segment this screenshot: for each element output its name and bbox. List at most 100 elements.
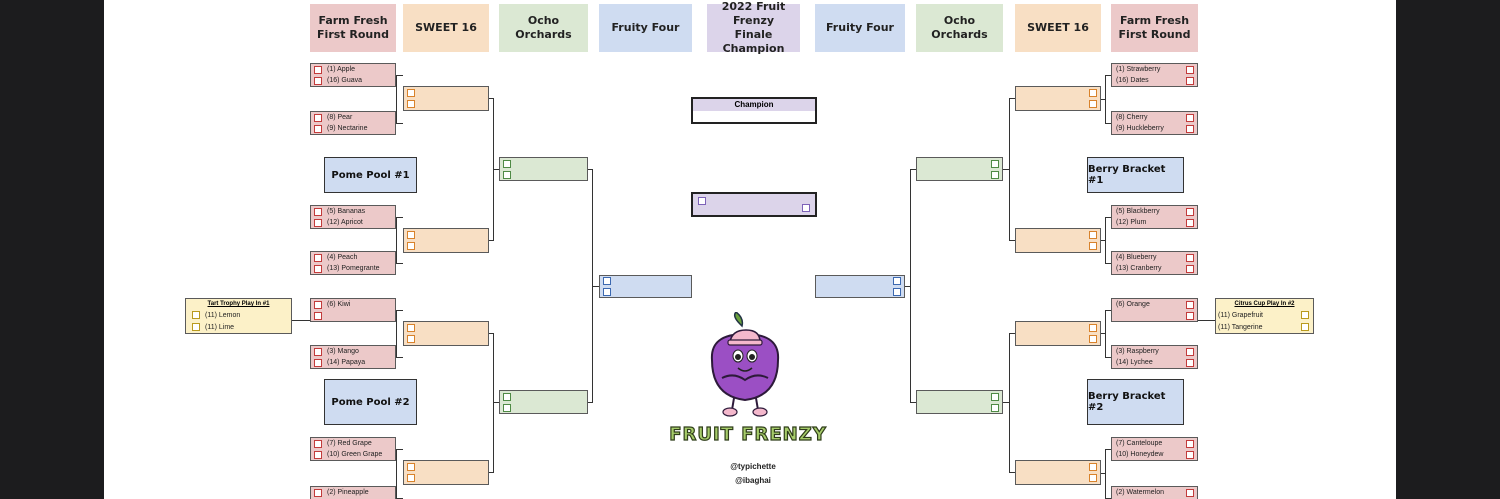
checkbox[interactable]	[503, 159, 511, 168]
checkbox[interactable]	[407, 242, 415, 251]
checkbox[interactable]	[1186, 488, 1194, 497]
checkbox[interactable]	[1089, 100, 1097, 109]
checkbox[interactable]	[1186, 264, 1194, 273]
checkbox[interactable]	[1186, 253, 1194, 262]
checkbox[interactable]	[1186, 450, 1194, 459]
team-row[interactable]	[816, 276, 904, 287]
checkbox[interactable]	[407, 335, 415, 344]
team-row[interactable]: (1) Strawberry	[1112, 64, 1197, 75]
checkbox[interactable]	[991, 159, 999, 168]
checkbox[interactable]	[192, 323, 200, 331]
team-row[interactable]	[1016, 99, 1100, 111]
team-row[interactable]: (16) Dates	[1112, 75, 1197, 86]
team-row[interactable]	[500, 169, 587, 180]
team-row[interactable]: (6) Kiwi	[311, 299, 395, 310]
checkbox[interactable]	[1186, 358, 1194, 367]
finale-checkbox-left[interactable]	[698, 197, 706, 205]
team-row[interactable]	[1016, 241, 1100, 253]
checkbox[interactable]	[407, 100, 415, 109]
team-row[interactable]	[1016, 87, 1100, 99]
checkbox[interactable]	[407, 88, 415, 97]
checkbox[interactable]	[314, 450, 322, 459]
checkbox[interactable]	[893, 287, 901, 296]
checkbox[interactable]	[1186, 300, 1194, 309]
team-row[interactable]: (10) Green Grape	[311, 449, 395, 460]
checkbox[interactable]	[1186, 76, 1194, 85]
checkbox[interactable]	[991, 403, 999, 412]
playin-right-team-2[interactable]: (11) Tangerine	[1216, 321, 1313, 333]
checkbox[interactable]	[314, 488, 322, 497]
team-row[interactable]	[311, 310, 395, 321]
team-row[interactable]: (9) Huckleberry	[1112, 123, 1197, 134]
checkbox[interactable]	[603, 277, 611, 286]
team-row[interactable]: (10) Honeydew	[1112, 449, 1197, 460]
checkbox[interactable]	[1089, 230, 1097, 239]
checkbox[interactable]	[503, 170, 511, 179]
finale-checkbox-right[interactable]	[802, 204, 810, 212]
team-row[interactable]	[500, 391, 587, 402]
checkbox[interactable]	[314, 300, 322, 309]
team-row[interactable]	[1112, 310, 1197, 321]
team-row[interactable]: (4) Peach	[311, 252, 395, 263]
team-row[interactable]	[404, 322, 488, 334]
team-row[interactable]	[404, 229, 488, 241]
team-row[interactable]	[404, 241, 488, 253]
team-row[interactable]	[600, 276, 691, 287]
team-row[interactable]: (7) Red Grape	[311, 438, 395, 449]
team-row[interactable]: (13) Pomegrante	[311, 263, 395, 274]
checkbox[interactable]	[893, 277, 901, 286]
checkbox[interactable]	[503, 403, 511, 412]
checkbox[interactable]	[1186, 439, 1194, 448]
checkbox[interactable]	[1186, 311, 1194, 320]
team-row[interactable]	[917, 158, 1002, 169]
team-row[interactable]	[404, 461, 488, 473]
checkbox[interactable]	[314, 347, 322, 356]
checkbox[interactable]	[1089, 335, 1097, 344]
checkbox[interactable]	[503, 392, 511, 401]
playin-left-team-1[interactable]: (11) Lemon	[186, 309, 291, 321]
checkbox[interactable]	[314, 358, 322, 367]
checkbox[interactable]	[991, 392, 999, 401]
team-row[interactable]: (9) Nectarine	[311, 123, 395, 134]
checkbox[interactable]	[1186, 218, 1194, 227]
team-row[interactable]: (2) Pineapple	[311, 487, 395, 498]
checkbox[interactable]	[1301, 311, 1309, 319]
checkbox[interactable]	[1186, 113, 1194, 122]
team-row[interactable]	[816, 287, 904, 298]
team-row[interactable]: (12) Plum	[1112, 217, 1197, 228]
team-row[interactable]	[917, 391, 1002, 402]
checkbox[interactable]	[314, 264, 322, 273]
checkbox[interactable]	[1089, 88, 1097, 97]
team-row[interactable]: (4) Blueberry	[1112, 252, 1197, 263]
team-row[interactable]: (1) Apple	[311, 64, 395, 75]
team-row[interactable]	[917, 402, 1002, 413]
team-row[interactable]	[500, 402, 587, 413]
team-row[interactable]	[1016, 461, 1100, 473]
checkbox[interactable]	[603, 287, 611, 296]
checkbox[interactable]	[407, 230, 415, 239]
team-row[interactable]: (5) Blackberry	[1112, 206, 1197, 217]
team-row[interactable]: (14) Papaya	[311, 357, 395, 368]
checkbox[interactable]	[314, 113, 322, 122]
team-row[interactable]: (3) Mango	[311, 346, 395, 357]
checkbox[interactable]	[407, 323, 415, 332]
checkbox[interactable]	[314, 65, 322, 74]
team-row[interactable]: (7) Canteloupe	[1112, 438, 1197, 449]
team-row[interactable]	[1016, 334, 1100, 346]
team-row[interactable]: (8) Cherry	[1112, 112, 1197, 123]
team-row[interactable]	[600, 287, 691, 298]
checkbox[interactable]	[1089, 242, 1097, 251]
checkbox[interactable]	[1089, 462, 1097, 471]
checkbox[interactable]	[991, 170, 999, 179]
team-row[interactable]: (5) Bananas	[311, 206, 395, 217]
checkbox[interactable]	[314, 124, 322, 133]
team-row[interactable]	[404, 334, 488, 346]
checkbox[interactable]	[1186, 347, 1194, 356]
playin-left-team-2[interactable]: (11) Lime	[186, 321, 291, 333]
checkbox[interactable]	[1186, 124, 1194, 133]
checkbox[interactable]	[314, 253, 322, 262]
checkbox[interactable]	[1186, 65, 1194, 74]
team-row[interactable]: (6) Orange	[1112, 299, 1197, 310]
team-row[interactable]: (2) Watermelon	[1112, 487, 1197, 498]
team-row[interactable]	[404, 473, 488, 485]
